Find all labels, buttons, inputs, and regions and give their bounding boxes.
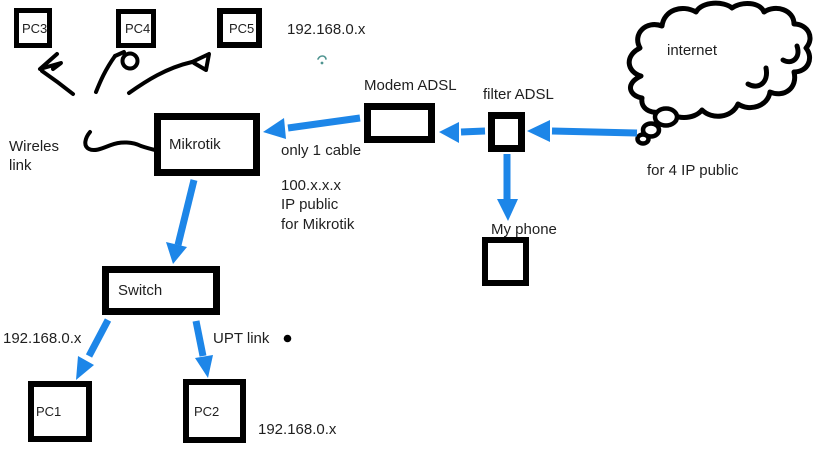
only-one-cable-label: only 1 cable	[281, 142, 362, 159]
ink-dot	[283, 334, 292, 343]
node-pc3-label: PC3	[22, 20, 48, 36]
arrow-internet-to-filter	[527, 120, 638, 142]
ip-100-label: 100.x.x.x	[281, 177, 342, 194]
cloud-tail-bubble-small	[635, 132, 651, 146]
filter-adsl-label: filter ADSL	[483, 86, 554, 103]
node-mikrotik: Mikrotik	[154, 113, 260, 176]
node-pc4-label: PC4	[125, 21, 151, 36]
node-pc5-label: PC5	[229, 20, 255, 36]
node-pc4: PC4	[116, 9, 156, 48]
node-pc3: PC3	[14, 8, 52, 48]
wireless-arrow-to-pc4	[94, 50, 140, 94]
node-pc1: PC1	[28, 381, 92, 442]
node-modem	[364, 103, 435, 143]
for-mikrotik-label: for Mikrotik	[281, 216, 355, 233]
teal-stray-mark	[317, 55, 327, 65]
arrow-mikrotik-to-switch	[166, 179, 198, 264]
subnet-label-switch: 192.168.0.x	[3, 330, 82, 347]
node-pc5: PC5	[217, 8, 262, 48]
arrow-switch-to-pc2	[192, 320, 213, 378]
arrow-filter-to-modem	[439, 122, 486, 143]
my-phone-label: My phone	[491, 221, 557, 238]
node-switch-label: Switch	[118, 282, 163, 299]
internet-cloud-label: internet	[667, 42, 718, 59]
upt-link-label: UPT link	[213, 330, 270, 347]
modem-adsl-label: Modem ADSL	[364, 77, 457, 94]
arrow-switch-to-pc1	[76, 318, 112, 380]
node-pc1-label: PC1	[36, 404, 62, 419]
subnet-label-top: 192.168.0.x	[287, 21, 366, 38]
node-phone	[482, 237, 529, 286]
for-4-ip-public-label: for 4 IP public	[647, 162, 739, 179]
arrow-filter-to-phone	[497, 154, 518, 221]
internet-cloud-shape	[626, 0, 813, 146]
node-filter	[488, 112, 525, 152]
wireless-link-line1: Wireles	[9, 138, 60, 155]
cloud-tail-bubble-large	[652, 106, 680, 128]
subnet-label-pc2: 192.168.0.x	[258, 421, 337, 438]
wireless-link-line2: link	[9, 157, 32, 174]
node-pc2-label: PC2	[194, 403, 220, 419]
cloud-curl-inner	[745, 65, 769, 89]
wireless-arrow-to-pc3	[38, 52, 75, 96]
wireless-link-squiggle	[83, 130, 157, 153]
node-pc2: PC2	[183, 379, 246, 443]
node-mikrotik-label: Mikrotik	[169, 136, 221, 153]
node-switch: Switch	[102, 266, 220, 315]
wireless-arrow-to-pc5	[127, 52, 211, 95]
wireless-link-label: Wireles link	[9, 137, 59, 175]
cloud-curl-right	[780, 43, 801, 65]
arrow-modem-to-mikrotik	[263, 114, 361, 139]
ip-public-label: IP public	[281, 196, 339, 213]
